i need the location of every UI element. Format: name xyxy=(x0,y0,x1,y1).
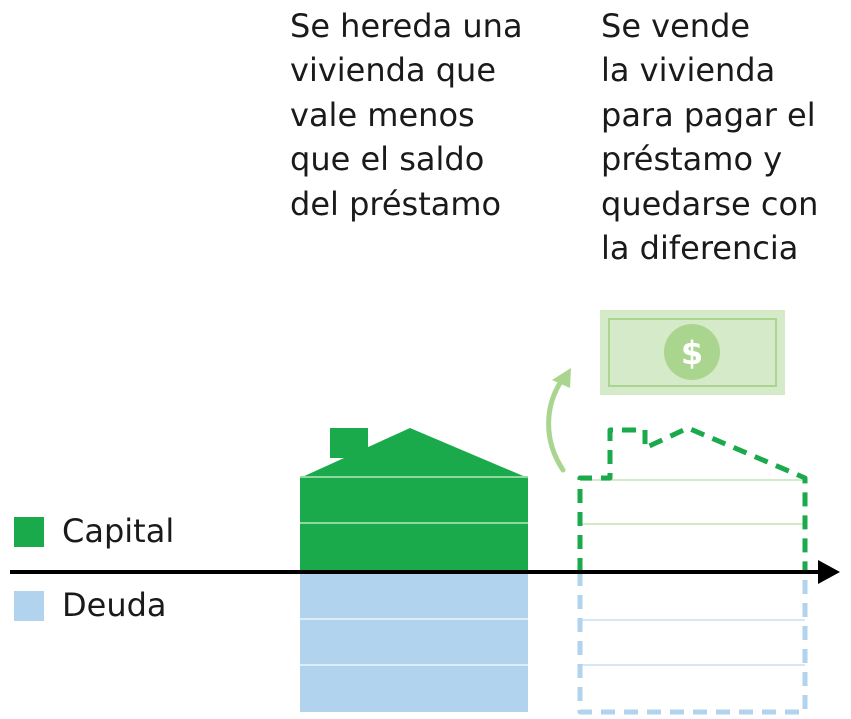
dollar-sign-icon: $ xyxy=(681,334,703,372)
inherited-house xyxy=(300,428,528,712)
legend-debt-label: Deuda xyxy=(62,586,167,624)
inherited-house-debt xyxy=(300,572,528,712)
sold-house-outline xyxy=(577,425,808,715)
legend-capital-label: Capital xyxy=(62,512,175,550)
sold-house-caption: Se vende la vivienda para pagar el prést… xyxy=(601,7,819,268)
axis-arrowhead-icon xyxy=(818,560,840,584)
money-bill-icon: $ xyxy=(600,310,785,395)
capital-legend-swatch xyxy=(14,517,44,547)
inherited-house-caption: Se hereda una vivienda que vale menos qu… xyxy=(290,7,523,223)
curved-arrow-icon xyxy=(546,368,571,473)
inherited-house-capital xyxy=(300,428,528,572)
horizontal-axis xyxy=(10,560,840,584)
debt-legend-swatch xyxy=(14,591,44,621)
